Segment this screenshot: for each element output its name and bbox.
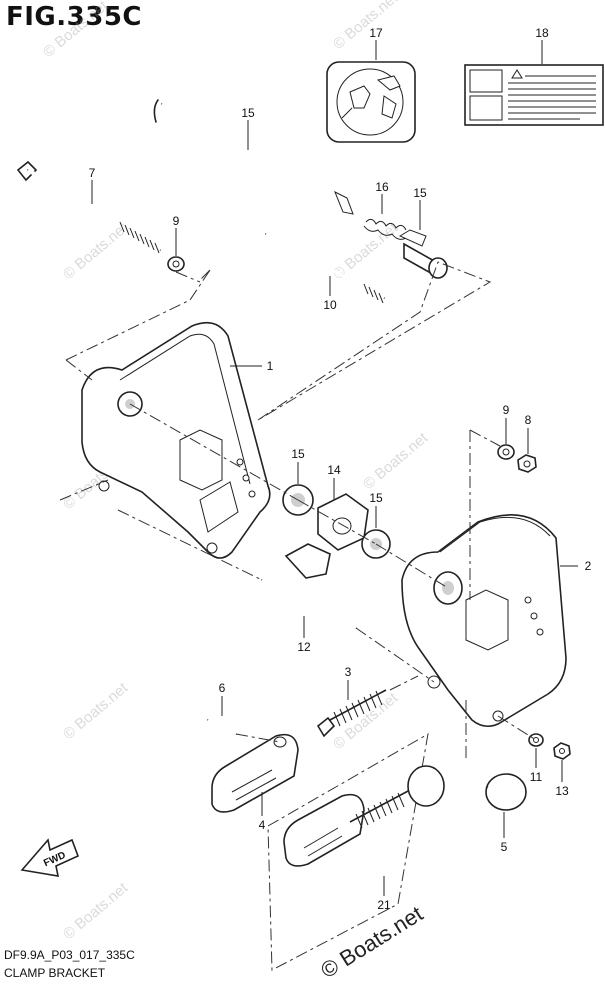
figure-title: FIG.335C: [6, 2, 143, 32]
callout-9-right: 9: [503, 403, 510, 417]
callout-10: 10: [323, 298, 337, 312]
part-10-shaft-bolt: [265, 232, 385, 304]
part-1-clamp-bracket-left: [81, 321, 271, 559]
part-14-plate: [284, 493, 369, 579]
callout-15-right: 15: [369, 491, 383, 505]
callout-4: 4: [259, 818, 266, 832]
part-18-spring: [363, 218, 407, 240]
callout-1: 1: [267, 359, 274, 373]
callout-9-upper: 9: [173, 214, 180, 228]
part-8-nut: [517, 454, 537, 473]
part-2-clamp-bracket-right: [401, 514, 567, 728]
part-9-washer-right: [497, 444, 515, 460]
callout-19: 17: [369, 26, 383, 40]
callout-2: 2: [585, 559, 592, 573]
part-4-handle: [211, 733, 299, 813]
callout-17: 15: [413, 186, 427, 200]
part-16-tilt-rod: [153, 99, 354, 215]
part-12-rod: [260, 577, 358, 631]
fwd-arrow-icon: FWD: [20, 838, 80, 877]
part-5-pad: [485, 773, 527, 811]
part-7-long-bolt: [16, 160, 162, 254]
figure-code: DF9.9A_P03_017_335C: [4, 948, 135, 962]
callout-16: 15: [241, 106, 255, 120]
callout-5: 5: [501, 840, 508, 854]
callout-21: 21: [377, 898, 391, 912]
callout-3: 3: [345, 665, 352, 679]
callout-13: 13: [555, 784, 569, 798]
part-9-washer-upper: [167, 256, 185, 272]
part-11-washer: [528, 733, 544, 747]
part-6-pin: [207, 718, 237, 736]
callout-7: 7: [89, 166, 96, 180]
figure-caption: CLAMP BRACKET: [4, 966, 106, 980]
callout-12: 12: [297, 640, 311, 654]
part-19-label-plate: [326, 61, 416, 143]
callout-11: 11: [530, 770, 543, 784]
part-17-bushing: [398, 229, 448, 279]
callout-15-left: 15: [291, 447, 305, 461]
part-20-caution-label: [464, 64, 604, 126]
callout-20: 18: [535, 26, 549, 40]
part-13-nut: [553, 742, 571, 760]
callout-6: 6: [219, 681, 226, 695]
part-3-thumb-screw: [316, 689, 387, 738]
part-21-thumb-screw-assy: [267, 733, 445, 971]
callout-18: 16: [375, 180, 389, 194]
callout-8: 8: [525, 413, 532, 427]
callout-14: 14: [327, 463, 341, 477]
